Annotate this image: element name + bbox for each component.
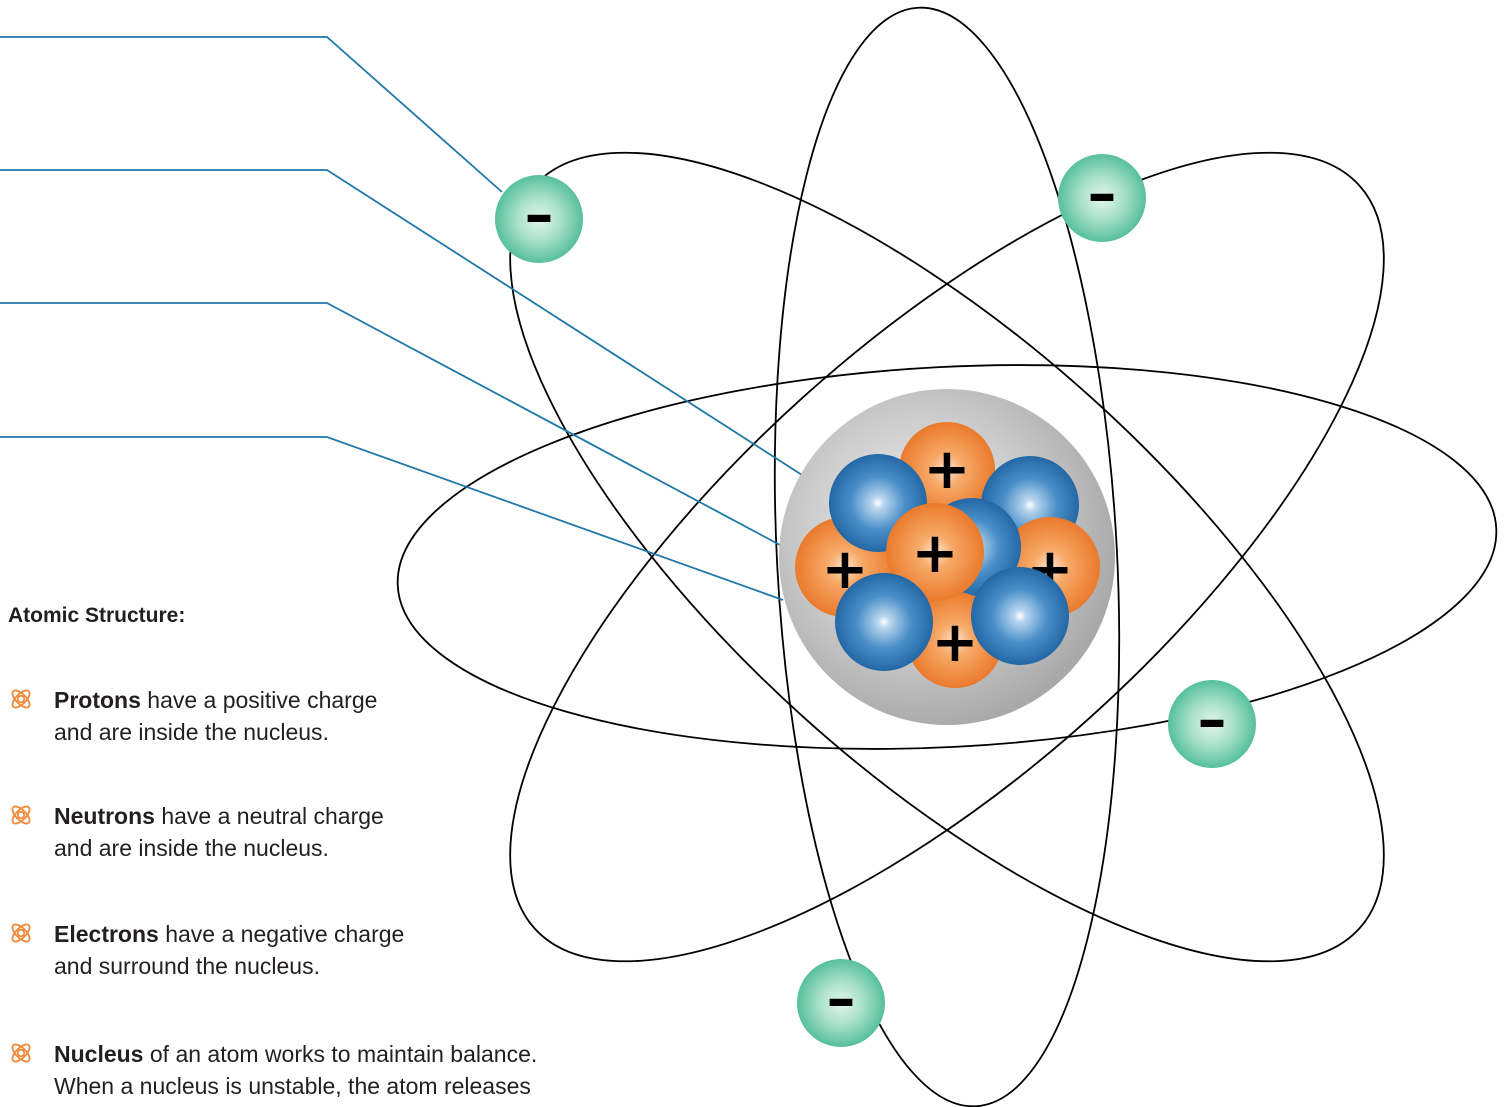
legend-description-line2: and are inside the nucleus. [54, 719, 329, 745]
electron: – [1168, 680, 1256, 768]
leader-line-electron [0, 36, 503, 193]
legend-item-text: Electrons have a negative charge and surr… [54, 918, 404, 982]
atom-icon [11, 1043, 31, 1063]
electron: – [797, 959, 885, 1047]
legend-description-line1: have a neutral charge [154, 803, 384, 829]
atom-icon [11, 923, 31, 943]
proton: + [886, 503, 984, 601]
nucleus: + + + + + [795, 422, 1100, 688]
electron-charge-label: – [827, 964, 856, 1032]
orbit-horizontal [396, 364, 1498, 750]
atom-icon [11, 689, 31, 709]
electron-charge-label: – [1198, 685, 1227, 753]
proton-charge-label: + [912, 521, 959, 586]
electron: – [1058, 154, 1146, 242]
neutron [971, 567, 1069, 665]
legend-term: Neutrons [54, 803, 155, 829]
legend-description-line2: When a nucleus is unstable, the atom rel… [54, 1073, 531, 1099]
leader-line-proton [0, 302, 796, 554]
atom-icon [11, 805, 31, 825]
legend-description-line1: have a positive charge [140, 687, 378, 713]
proton-charge-label: + [932, 610, 979, 675]
legend-description-line2: and surround the nucleus. [54, 953, 320, 979]
legend-term: Protons [54, 687, 141, 713]
legend-term: Electrons [54, 921, 159, 947]
neutron [835, 573, 933, 671]
orbit-diagonal-up [509, 151, 1385, 963]
leader-line-nucleus [0, 436, 784, 601]
electron-charge-label: – [525, 180, 554, 248]
orbit-vertical [773, 6, 1121, 1107]
electron: – [495, 175, 583, 263]
legend-title: Atomic Structure: [8, 604, 186, 627]
legend-description-line2: and are inside the nucleus. [54, 835, 329, 861]
legend-term: Nucleus [54, 1041, 144, 1067]
proton-charge-label: + [924, 437, 971, 502]
electron-charge-label: – [1088, 159, 1117, 227]
legend-item-text: Neutrons have a neutral charge and are in… [54, 800, 384, 864]
legend-item-text: Protons have a positive charge and are in… [54, 684, 377, 748]
legend-description-line1: have a negative charge [158, 921, 405, 947]
leader-line-neutron [0, 169, 828, 492]
legend-item-text: Nucleus of an atom works to maintain bal… [54, 1038, 537, 1102]
legend-description-line1: of an atom works to maintain balance. [143, 1041, 538, 1067]
